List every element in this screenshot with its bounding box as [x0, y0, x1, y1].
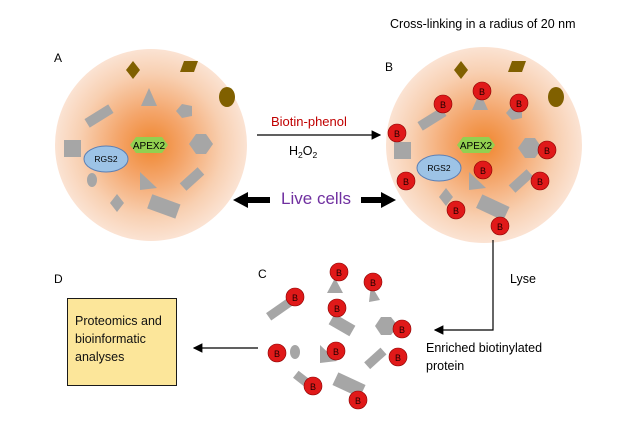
biotin-tag-icon: B	[446, 200, 466, 220]
svg-text:B: B	[453, 206, 459, 216]
diamond-icon	[110, 194, 124, 212]
triangle-icon	[469, 172, 486, 190]
rectangle-icon	[508, 169, 534, 193]
svg-text:B: B	[292, 293, 298, 303]
rectangle-icon	[364, 347, 387, 370]
rectangle-icon	[417, 107, 447, 131]
enriched-label-line1: Enriched biotinylated	[426, 341, 542, 355]
biotin-tag-icon: B	[388, 347, 408, 367]
enriched-label-line2: protein	[426, 359, 464, 373]
biotin-tag-icon: B	[329, 262, 349, 282]
apex2-enzyme-icon	[130, 137, 168, 153]
svg-text:B: B	[403, 177, 409, 187]
live-cells-label: Live cells	[281, 189, 351, 208]
diamond-icon	[439, 188, 453, 206]
oval-icon	[87, 173, 97, 187]
biotin-tag-icon: B	[387, 123, 407, 143]
lyse-arrow	[433, 240, 494, 335]
biotin-tag-icon: B	[473, 160, 493, 180]
rgs2-protein-icon	[416, 154, 462, 182]
panel-label-c: C	[258, 267, 267, 281]
rectangle-icon	[64, 140, 81, 157]
svg-text:B: B	[370, 278, 376, 288]
svg-text:B: B	[274, 349, 280, 359]
biotin-phenol-label: Biotin-phenol	[271, 114, 347, 129]
biotin-tag-icon: B	[303, 376, 323, 396]
proteomics-label: Proteomics and bioinformatic analyses	[75, 314, 162, 364]
triangle-icon	[327, 278, 343, 293]
hexagon-icon	[189, 134, 213, 154]
rgs2-protein-icon	[83, 145, 129, 173]
diamond-icon	[454, 61, 468, 79]
apex2-label: APEX2	[460, 141, 493, 152]
diamond-icon	[126, 61, 140, 79]
rgs2-label: RGS2	[94, 154, 117, 164]
hexagon-icon	[518, 138, 542, 158]
svg-text:B: B	[544, 146, 550, 156]
svg-text:B: B	[395, 353, 401, 363]
cell-a: APEX2 RGS2	[55, 49, 247, 241]
panel-label-b: B	[385, 60, 393, 74]
rectangle-icon	[84, 104, 114, 128]
triangle-icon	[141, 88, 157, 106]
oval-icon	[290, 345, 300, 359]
panel-label-d: D	[54, 272, 63, 286]
parallelogram-icon	[180, 61, 198, 72]
oval-icon	[219, 87, 235, 107]
lyse-label: Lyse	[510, 272, 536, 286]
left-arrow-icon	[233, 192, 270, 208]
svg-text:B: B	[479, 87, 485, 97]
biotin-tag-icon: B	[509, 93, 529, 113]
biotin-tag-icon: B	[348, 390, 368, 410]
rectangle-icon	[328, 313, 356, 337]
svg-text:B: B	[440, 100, 446, 110]
enriched-protein-cluster: B B B B B B B B B B	[266, 262, 412, 410]
svg-text:B: B	[497, 222, 503, 232]
hexagon-icon	[375, 317, 398, 335]
svg-text:B: B	[355, 396, 361, 406]
rectangle-icon	[179, 167, 205, 191]
triangle-icon	[472, 92, 488, 110]
svg-text:B: B	[334, 304, 340, 314]
biotin-tag-icon: B	[326, 341, 346, 361]
biotin-tag-icon: B	[472, 81, 492, 101]
rgs2-label: RGS2	[427, 163, 450, 173]
biotin-tag-icon: B	[490, 216, 510, 236]
rectangle-icon	[147, 194, 181, 219]
rectangle-icon	[476, 194, 510, 221]
cell-b: APEX2 RGS2 B B B B B B B B B B	[386, 47, 582, 243]
svg-text:B: B	[394, 129, 400, 139]
biotin-tag-icon: B	[392, 319, 412, 339]
biotin-tag-icon: B	[327, 298, 347, 318]
svg-text:B: B	[516, 99, 522, 109]
h2o2-label: H2O2	[289, 144, 318, 160]
svg-text:B: B	[333, 347, 339, 357]
biotin-tag-icon: B	[396, 171, 416, 191]
svg-text:B: B	[399, 325, 405, 335]
crosslink-title: Cross-linking in a radius of 20 nm	[390, 17, 576, 31]
biotin-tag-icon: B	[433, 94, 453, 114]
proteomics-result-box: Proteomics and bioinformatic analyses	[67, 298, 177, 386]
biotin-tag-icon: B	[537, 140, 557, 160]
parallelogram-icon	[508, 61, 526, 72]
rectangle-icon	[394, 142, 411, 159]
biotin-tag-icon: B	[267, 343, 287, 363]
hexagon-icon	[176, 104, 192, 118]
biotin-tag-icon: B	[363, 272, 383, 292]
biotin-tag-icon: B	[530, 171, 550, 191]
svg-text:B: B	[336, 268, 342, 278]
rectangle-icon	[266, 298, 293, 321]
svg-text:B: B	[480, 166, 486, 176]
apex2-label: APEX2	[133, 141, 166, 152]
triangle-icon	[140, 172, 157, 190]
apex2-enzyme-icon	[457, 137, 495, 153]
right-arrow-icon	[361, 192, 396, 208]
oval-icon	[548, 87, 564, 107]
biotin-tag-icon: B	[285, 287, 305, 307]
svg-text:B: B	[537, 177, 543, 187]
svg-text:B: B	[310, 382, 316, 392]
panel-label-a: A	[54, 51, 62, 65]
